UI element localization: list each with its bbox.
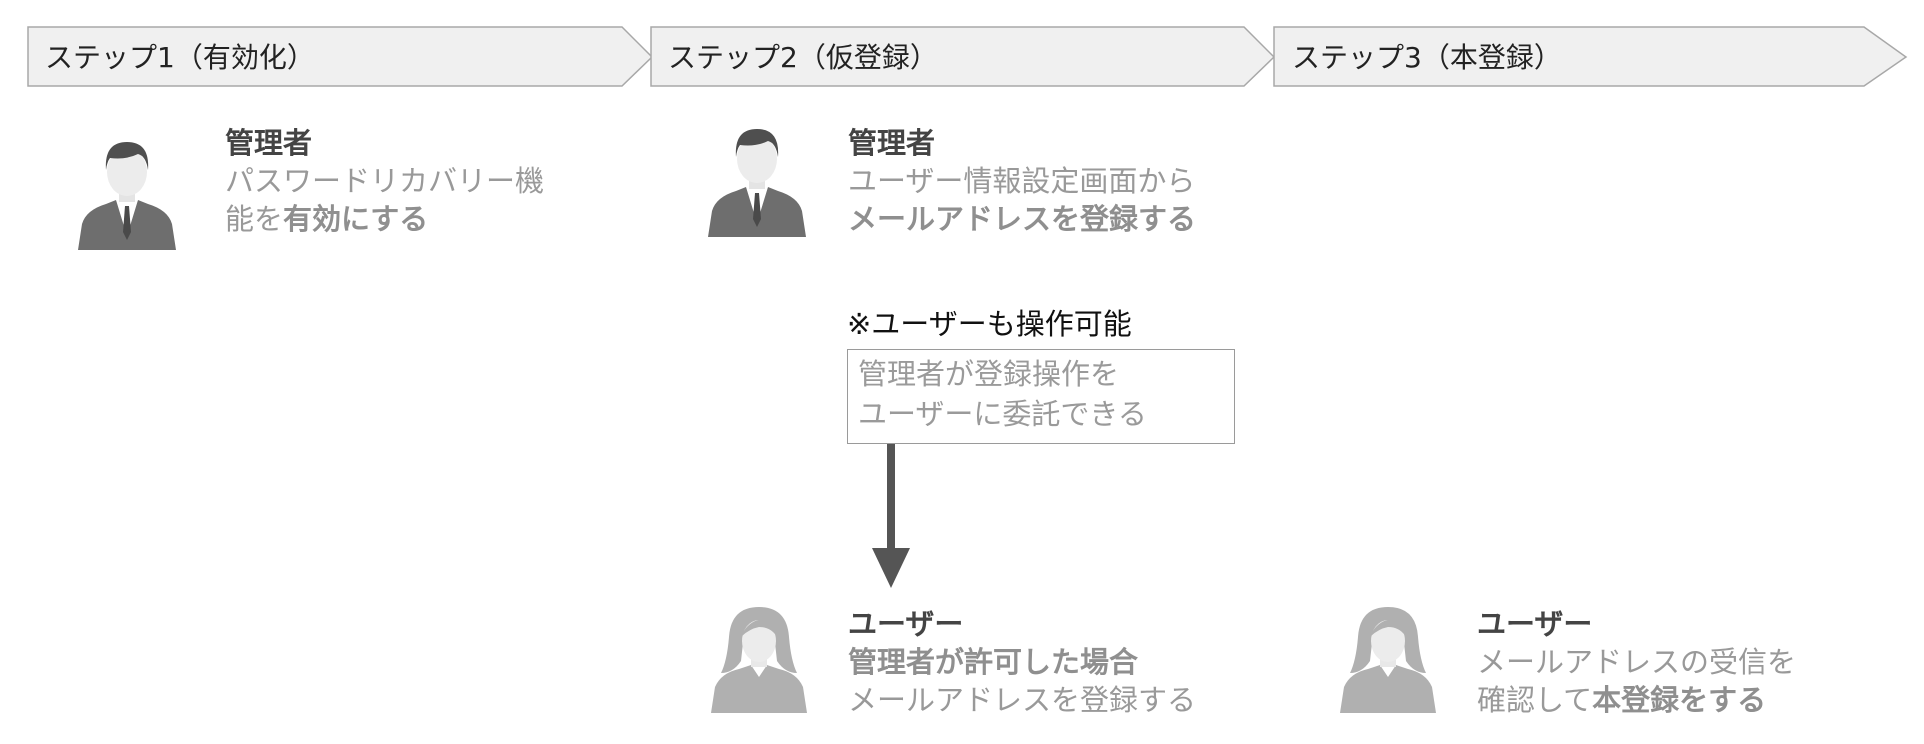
user-icon bbox=[711, 607, 807, 713]
step1-line1: パスワードリカバリー機 bbox=[225, 164, 545, 198]
note-box: 管理者が登録操作を ユーザーに委託できる bbox=[847, 349, 1235, 444]
admin-icon bbox=[708, 129, 806, 237]
step-3-chevron bbox=[1273, 26, 1908, 87]
step3-user-role: ユーザー bbox=[1477, 607, 1593, 641]
step-3-label: ステップ3（本登録） bbox=[1292, 41, 1562, 74]
step2-user-role: ユーザー bbox=[848, 607, 964, 641]
step1-role: 管理者 bbox=[225, 126, 313, 160]
down-arrow bbox=[872, 444, 910, 588]
step2-user-line1: 管理者が許可した場合 bbox=[848, 645, 1139, 679]
note-line2: ユーザーに委託できる bbox=[858, 397, 1147, 431]
step1-line2-a: 能を bbox=[225, 202, 284, 236]
step-1-label: ステップ1（有効化） bbox=[45, 41, 315, 74]
admin-icon bbox=[78, 142, 176, 250]
step1-line2-b: 有効にする bbox=[283, 202, 429, 236]
step3-user-line2: 確認して本登録をする bbox=[1477, 681, 1766, 719]
step-2-chevron bbox=[650, 26, 1276, 87]
step-1-chevron bbox=[27, 26, 654, 87]
step1-line2: 能を有効にする bbox=[225, 200, 428, 238]
step2-admin-role: 管理者 bbox=[848, 126, 936, 160]
user-icon bbox=[1340, 607, 1436, 713]
step2-admin-line2: メールアドレスを登録する bbox=[848, 202, 1197, 236]
step3-user-line2-b: 本登録をする bbox=[1592, 683, 1767, 717]
step3-user-line2-a: 確認して bbox=[1477, 683, 1593, 717]
note-heading: ※ユーザーも操作可能 bbox=[847, 307, 1132, 341]
step-chevrons bbox=[27, 26, 1908, 87]
note-line1: 管理者が登録操作を bbox=[858, 357, 1120, 391]
step2-user-line2: メールアドレスを登録する bbox=[848, 683, 1197, 717]
step2-admin-line1: ユーザー情報設定画面から bbox=[848, 164, 1196, 198]
step3-user-line1: メールアドレスの受信を bbox=[1477, 645, 1797, 679]
step-2-label: ステップ2（仮登録） bbox=[668, 41, 938, 74]
